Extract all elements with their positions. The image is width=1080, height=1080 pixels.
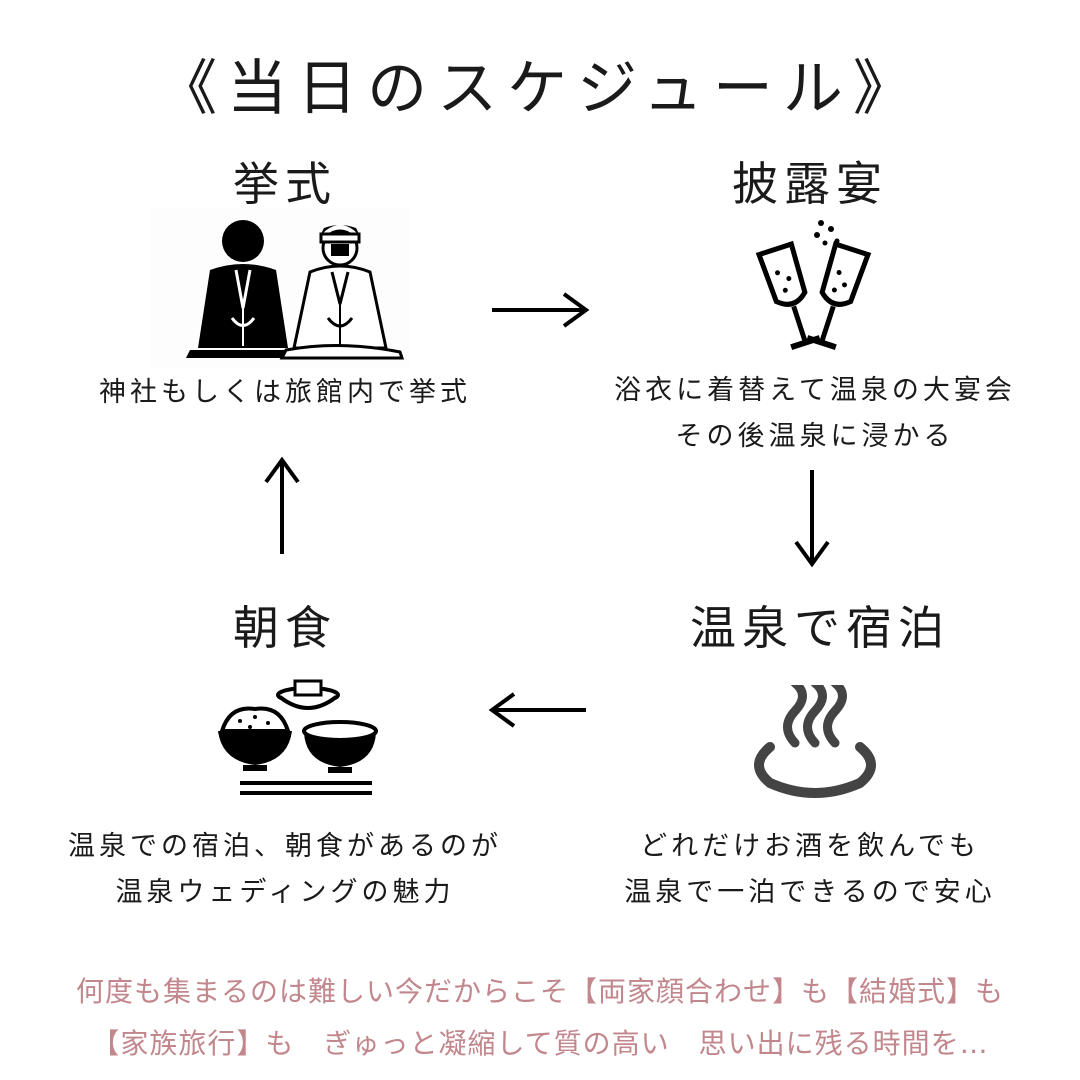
footer-message: 何度も集まるのは難しい今だからこそ【両家顔合わせ】も【結婚式】も 【家族旅行】も… — [0, 966, 1080, 1070]
ceremony-heading: 挙式 — [233, 157, 337, 211]
caption-line: 温泉での宿泊、朝食があるのが — [68, 831, 502, 862]
breakfast-set-icon — [210, 675, 390, 800]
wedding-couple-icon — [150, 208, 410, 368]
hot-spring-icon — [740, 685, 885, 805]
caption-line: その後温泉に浸かる — [675, 421, 955, 452]
arrow-up-icon — [262, 456, 302, 556]
reception-caption: 浴衣に着替えて温泉の大宴会 その後温泉に浸かる — [570, 368, 1060, 460]
arrow-down-icon — [792, 468, 832, 568]
page-title: 《当日のスケジュール》 — [157, 54, 923, 124]
footer-line: 【家族旅行】も ぎゅっと凝縮して質の高い 思い出に残る時間を… — [91, 1027, 989, 1060]
caption-line: どれだけお酒を飲んでも — [640, 831, 980, 862]
caption-line: 温泉で一泊できるので安心 — [624, 877, 996, 908]
stay-caption: どれだけお酒を飲んでも 温泉で一泊できるので安心 — [580, 824, 1040, 916]
caption-line: 温泉ウェディングの魅力 — [115, 877, 455, 908]
arrow-right-icon — [490, 290, 590, 330]
footer-line: 何度も集まるのは難しい今だからこそ【両家顔合わせ】も【結婚式】も — [75, 975, 1004, 1008]
champagne-toast-icon — [745, 215, 880, 360]
arrow-left-icon — [488, 690, 588, 730]
caption-line: 浴衣に着替えて温泉の大宴会 — [614, 375, 1016, 406]
reception-heading: 披露宴 — [732, 157, 888, 211]
breakfast-caption: 温泉での宿泊、朝食があるのが 温泉ウェディングの魅力 — [20, 824, 550, 916]
breakfast-heading: 朝食 — [233, 601, 337, 655]
caption-line: 神社もしくは旅館内で挙式 — [99, 377, 471, 408]
ceremony-caption: 神社もしくは旅館内で挙式 — [30, 370, 540, 416]
stay-heading: 温泉で宿泊 — [690, 601, 950, 655]
